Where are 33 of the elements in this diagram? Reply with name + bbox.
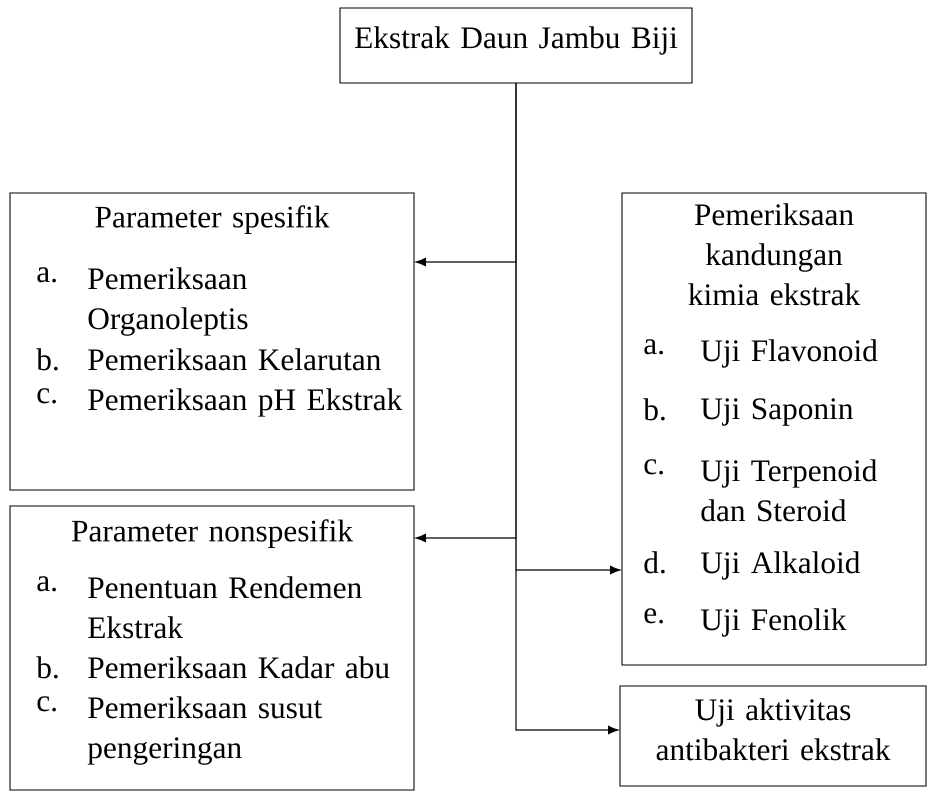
list-item: Pemeriksaan Kelarutan <box>88 348 381 370</box>
list-item: Uji Flavonoid <box>700 339 878 368</box>
box-heading: Parameter spesifik <box>95 205 330 234</box>
list-item: Pemeriksaan susut pengeringan <box>88 696 322 765</box>
arrow <box>515 84 618 734</box>
list-item: Penentuan Rendemen Ekstrak <box>88 576 362 638</box>
list-letter: d. <box>644 551 665 574</box>
text-box <box>621 192 927 666</box>
box-heading: Parameter nonspesifik <box>72 519 353 548</box>
list-item: Uji Saponin <box>700 398 853 426</box>
text-box <box>9 192 415 491</box>
list-letter: c. <box>37 696 56 712</box>
list-item: Uji Alkaloid <box>700 551 860 580</box>
text-box <box>619 685 927 787</box>
list-letter: c. <box>644 459 663 474</box>
box-heading: Pemeriksaan kandungan kimia ekstrak <box>688 203 860 306</box>
list-letter: b. <box>36 348 58 370</box>
list-letter: a. <box>37 576 56 592</box>
list-letter: b. <box>36 656 58 678</box>
box-label: Uji aktivitas antibakteri ekstrak <box>656 698 890 760</box>
list-item: Pemeriksaan pH Ekstrak <box>88 388 402 417</box>
list-letter: b. <box>643 398 665 420</box>
box-label: Ekstrak Daun Jambu Biji <box>355 26 678 55</box>
text-box <box>339 7 693 84</box>
list-item: Pemeriksaan Kadar abu <box>88 656 390 678</box>
list-letter: c. <box>37 388 56 404</box>
text-box <box>9 505 415 791</box>
list-item: Uji Terpenoid dan Steroid <box>700 459 877 522</box>
list-letter: e. <box>644 608 663 624</box>
list-item: Pemeriksaan Organoleptis <box>88 267 248 336</box>
list-item: Uji Fenolik <box>700 608 846 637</box>
list-letter: a. <box>644 339 663 354</box>
list-letter: a. <box>37 267 56 282</box>
